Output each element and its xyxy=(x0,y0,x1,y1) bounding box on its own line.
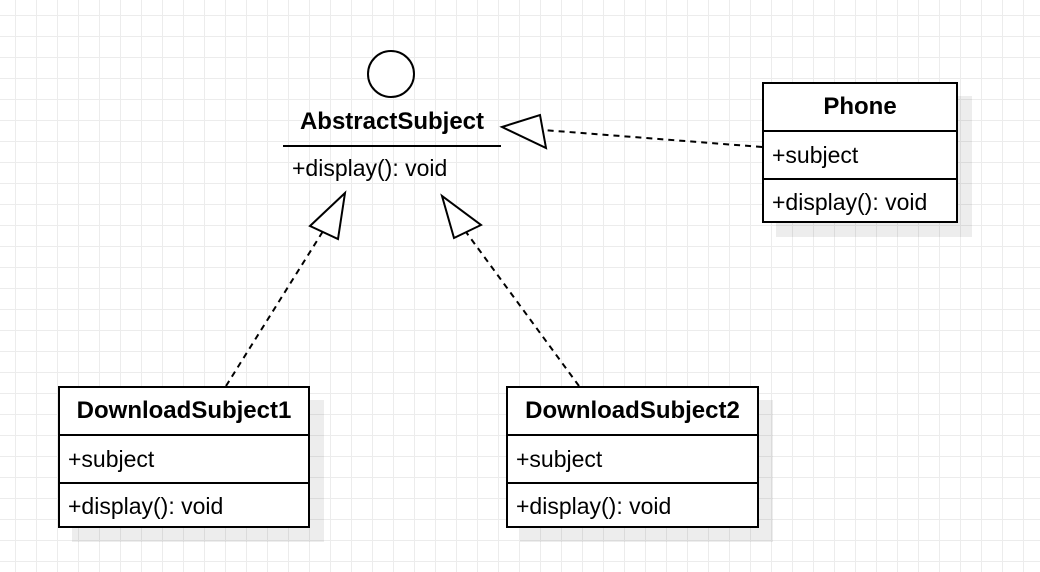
interface-operation: +display(): void xyxy=(292,155,448,181)
class-attribute: +subject xyxy=(764,132,956,180)
interface-lollipop-icon xyxy=(367,50,415,98)
class-operation: +display(): void xyxy=(516,493,672,519)
class-downloadsubject1[interactable]: DownloadSubject1 +subject +display(): vo… xyxy=(58,386,310,528)
realization-arrowhead-phone xyxy=(499,113,548,150)
realization-line-phone[interactable] xyxy=(542,129,763,148)
class-attribute: +subject xyxy=(60,436,308,484)
class-name: DownloadSubject1 xyxy=(60,388,308,436)
class-name: DownloadSubject2 xyxy=(508,388,757,436)
class-operation: +display(): void xyxy=(68,493,224,519)
interface-divider xyxy=(283,145,501,147)
realization-line-downloadsubject2[interactable] xyxy=(465,231,580,387)
class-downloadsubject2[interactable]: DownloadSubject2 +subject +display(): vo… xyxy=(506,386,759,528)
realization-line-downloadsubject1[interactable] xyxy=(225,227,326,387)
class-phone[interactable]: Phone +subject +display(): void xyxy=(762,82,958,223)
realization-arrowhead-downloadsubject1 xyxy=(308,190,347,241)
interface-name: AbstractSubject xyxy=(299,108,485,135)
realization-arrowhead-downloadsubject2 xyxy=(440,193,483,240)
class-attribute: +subject xyxy=(508,436,757,484)
class-operation: +display(): void xyxy=(772,189,928,215)
class-name: Phone xyxy=(764,84,956,132)
